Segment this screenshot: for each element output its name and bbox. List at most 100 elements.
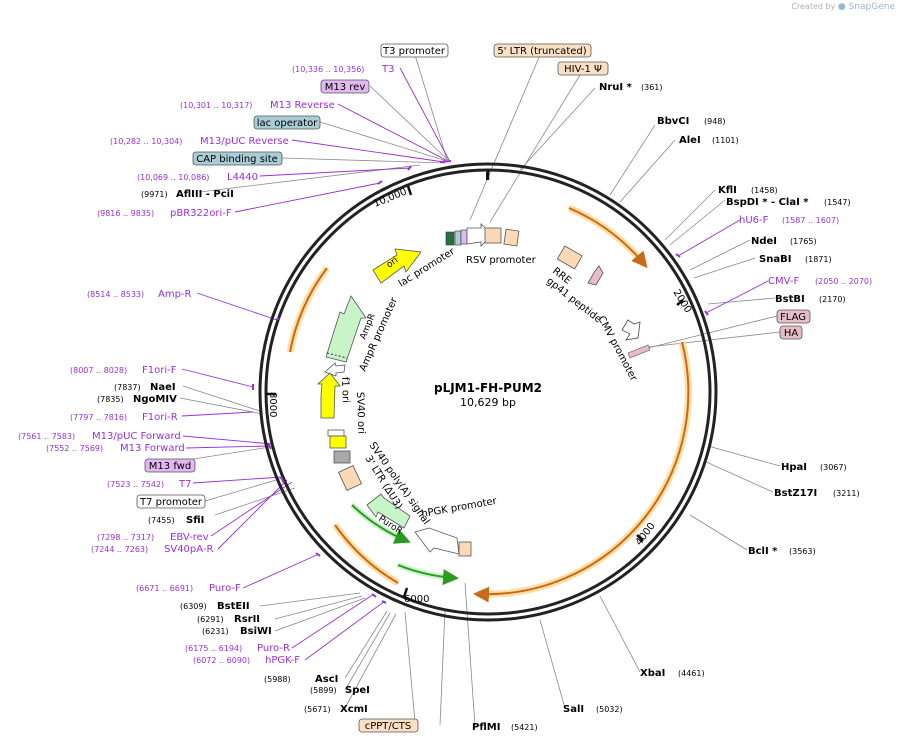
backbone-outer-ring [258, 162, 718, 622]
snapgene-logo: ● SnapGene [837, 2, 895, 12]
enzyme-ndei: NdeI [751, 236, 777, 247]
cmv-promoter-arrow [621, 319, 641, 341]
enzyme-bsiwi: BsiWI [240, 626, 272, 637]
lac-block-1 [445, 231, 455, 246]
primer-m13puc-forward-range: (7561 .. 7583) [18, 432, 75, 441]
enzyme-sali: SalI [563, 704, 584, 715]
box-hiv-psi: HIV-1 Ψ [564, 64, 602, 75]
box-flag: FLAG [780, 312, 806, 323]
label-rsv-promoter: RSV promoter [466, 255, 537, 266]
sv40-ori-block [327, 429, 345, 437]
orf-arcs [286, 204, 692, 603]
orf-arc-4 [289, 267, 328, 353]
primer-t7-range: (7523 .. 7542) [107, 480, 164, 489]
primer-f1ori-f: F1ori-F [142, 365, 177, 376]
box-t7-promoter: T7 promoter [139, 497, 203, 508]
primer-ampr-range: (8514 .. 8533) [87, 290, 144, 299]
enzyme-hpai: HpaI [781, 462, 807, 473]
box-m13-rev: M13 rev [325, 82, 366, 93]
boxed-labels: T3 promoter 5' LTR (truncated) HIV-1 Ψ M… [136, 43, 811, 733]
enzyme-snabi-pos: (1871) [805, 255, 832, 264]
primer-sv40pa-r-range: (7244 .. 7263) [91, 545, 148, 554]
enzyme-kfli-pos: (1458) [751, 186, 778, 195]
primer-puro-f: Puro-F [209, 583, 241, 594]
enzyme-alei-pos: (1101) [712, 136, 739, 145]
label-sv40-ori: SV40 ori [354, 392, 366, 434]
enzyme-bsiwi-pos: (6231) [202, 627, 229, 636]
enzyme-naei-pos: (7837) [114, 383, 141, 392]
ori-arrow [372, 248, 422, 284]
primer-sv40pa-r: SV40pA-R [164, 544, 213, 555]
primer-m13-forward: M13 Forward [120, 443, 185, 454]
ltr3-block [337, 465, 363, 491]
primer-m13-reverse: M13 Reverse [270, 100, 335, 111]
tick-label-10000: 10,000 [372, 186, 409, 209]
enzyme-afliii-pcii: AflIII - PciI [176, 189, 234, 200]
primer-cmv-f-range: (2050 .. 2070) [815, 277, 872, 286]
enzyme-sali-pos: (5032) [596, 705, 623, 714]
plasmid-name: pLJM1-FH-PUM2 [434, 381, 542, 395]
enzyme-bcli: BclI * [748, 546, 778, 557]
puro-arcs [349, 502, 459, 586]
lac-block-2 [454, 230, 462, 246]
tick-label-8000: 8000 [267, 392, 278, 417]
primer-ebv-rev-range: (7298 .. 7317) [97, 533, 154, 542]
sv40-promoter-block [329, 435, 347, 449]
credit-prefix: Created by [791, 2, 836, 11]
enzyme-ngomiv: NgoMIV [133, 394, 177, 405]
primer-l4440-range: (10,069 .. 10,086) [137, 173, 209, 182]
orf-arc-1 [568, 207, 648, 269]
primer-m13puc-forward: M13/pUC Forward [92, 431, 181, 442]
primer-pbr322ori-range: (9816 .. 9835) [97, 209, 154, 218]
enzyme-bspdi-pos: (1547) [824, 198, 851, 207]
enzyme-bstz17i-pos: (3211) [833, 489, 860, 498]
enzyme-sfii-pos: (7455) [148, 516, 175, 525]
enzyme-hpai-pos: (3067) [820, 463, 847, 472]
primer-f1ori-r-range: (7797 .. 7816) [70, 413, 127, 422]
orf-arc-2 [473, 341, 690, 603]
box-cap-binding-site: CAP binding site [196, 154, 278, 165]
ampr-arrow [325, 295, 367, 363]
primer-hpgk-f-range: (6072 .. 6090) [193, 656, 250, 665]
enzyme-bcli-pos: (3563) [789, 547, 816, 556]
primer-f1ori-f-range: (8007 .. 8028) [70, 366, 127, 375]
enzyme-nrui: NruI * [599, 82, 633, 93]
enzyme-rsrii: RsrII [234, 614, 260, 625]
primer-puro-r-range: (6175 .. 6194) [185, 644, 242, 653]
primer-t7: T7 [178, 479, 191, 490]
enzyme-xcmi: XcmI [340, 704, 368, 715]
credit-label: Created by ● SnapGene [791, 2, 895, 12]
label-f1-ori: f1 ori [339, 377, 351, 403]
box-m13-fwd: M13 fwd [149, 461, 191, 472]
enzyme-ngomiv-pos: (7835) [97, 395, 124, 404]
primer-amp-r: Amp-R [158, 289, 192, 300]
enzyme-sfii: SfiI [186, 515, 204, 526]
enzyme-xcmi-pos: (5671) [304, 705, 331, 714]
primer-hu6-f-range: (1587 .. 1607) [782, 216, 839, 225]
enzyme-spei-pos: (5899) [310, 686, 337, 695]
enzyme-pflmi-pos: (5421) [511, 723, 538, 732]
enzyme-rsrii-pos: (6291) [197, 615, 224, 624]
hpgk-block [458, 541, 472, 557]
enzyme-xbai: XbaI [640, 668, 665, 679]
primer-pbr322ori-f: pBR322ori-F [170, 208, 232, 219]
hpgk-promoter-arrow [414, 527, 460, 555]
enzyme-bspdi-clai: BspDI * - ClaI * [726, 197, 809, 208]
enzyme-bsteii: BstEII [217, 601, 250, 612]
enzyme-kfli: KflI [718, 185, 737, 196]
primer-puro-r: Puro-R [257, 643, 290, 654]
enzyme-alei: AleI [679, 135, 701, 146]
enzyme-bstbi: BstBI [775, 294, 805, 305]
primer-m13-forward-range: (7552 .. 7569) [46, 444, 103, 453]
ampr-promoter-arrow [324, 362, 346, 377]
enzyme-naei: NaeI [150, 382, 176, 393]
rre-block [556, 245, 583, 270]
box-ha: HA [784, 328, 799, 339]
box-5ltr: 5' LTR (truncated) [497, 46, 586, 57]
primer-f1ori-r: F1ori-R [142, 412, 178, 423]
enzyme-bsteii-pos: (6309) [180, 602, 207, 611]
enzyme-afliii-pos: (9971) [141, 190, 168, 199]
primer-ebv-rev: EBV-rev [170, 532, 209, 543]
enzyme-xbai-pos: (4461) [678, 669, 705, 678]
